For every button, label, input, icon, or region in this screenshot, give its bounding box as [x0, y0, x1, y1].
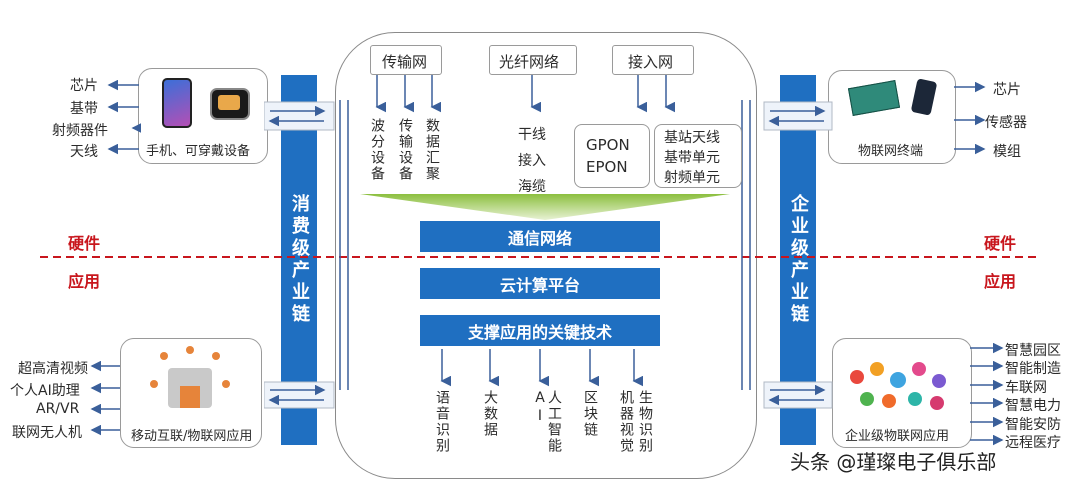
- fiber-item: 海缆: [518, 179, 546, 195]
- app-icon: [860, 392, 874, 406]
- left-bottom-arrows: [90, 360, 120, 436]
- network-down-arrows: [375, 75, 675, 113]
- fiber-item: 干线: [518, 127, 546, 143]
- tech-item: 大数据: [482, 390, 498, 438]
- transport-network-label: 传输网: [382, 53, 428, 71]
- band-cloud-platform: 云计算平台: [420, 268, 660, 299]
- hardware-label-right: 硬件: [984, 234, 1017, 253]
- transport-item: 数据汇聚: [424, 118, 440, 182]
- tech-item: 区块链: [582, 390, 598, 438]
- app-icon: [890, 372, 906, 388]
- green-funnel: [360, 194, 730, 220]
- right-bottom-item: 智慧电力: [1005, 398, 1061, 414]
- enterprise-iot-caption: 企业级物联网应用: [845, 429, 950, 444]
- application-label-left: 应用: [68, 272, 101, 291]
- right-bottom-item: 智慧园区: [1005, 343, 1061, 359]
- hardware-label-left: 硬件: [68, 234, 101, 253]
- pon-box: [574, 124, 650, 188]
- right-top-arrows: [954, 81, 986, 155]
- fiber-network-box: [489, 45, 577, 75]
- iot-dot-icon: [186, 346, 194, 354]
- left-top-item: 基带: [70, 101, 98, 117]
- iot-dot-icon: [212, 352, 220, 360]
- tech-down-arrows: [440, 349, 643, 387]
- left-top-item: 射频器件: [52, 123, 108, 139]
- fiber-item: 接入: [518, 153, 546, 169]
- tech-item: 生物识别: [637, 390, 653, 454]
- tech-item: 机器视觉: [618, 390, 634, 454]
- iot-dot-icon: [222, 380, 230, 388]
- right-bottom-arrows: [970, 342, 1004, 446]
- access-network-label: 接入网: [628, 53, 674, 71]
- hardware-application-divider: [40, 256, 1040, 258]
- app-icon: [908, 392, 922, 406]
- app-icon: [850, 370, 864, 384]
- iot-door-icon: [180, 386, 200, 408]
- tech-item: 人工智能AI: [532, 390, 562, 454]
- band-key-technologies: 支撑应用的关键技术: [420, 315, 660, 346]
- transport-network-box: [370, 45, 442, 75]
- band-communication-network: 通信网络: [420, 221, 660, 252]
- left-bottom-item: 个人AI助理: [10, 383, 80, 399]
- left-bottom-item: 联网无人机: [12, 425, 82, 441]
- left-top-item: 天线: [70, 144, 98, 160]
- right-bottom-item: 远程医疗: [1005, 435, 1061, 451]
- right-bottom-item: 智能制造: [1005, 361, 1061, 377]
- consumer-device-caption: 手机、可穿戴设备: [146, 144, 251, 159]
- pon-item: GPON: [586, 136, 630, 154]
- mobile-iot-caption: 移动互联/物联网应用: [131, 429, 253, 444]
- app-icon: [882, 394, 896, 408]
- watch-face: [218, 95, 240, 110]
- right-bottom-item: 智能安防: [1005, 417, 1061, 433]
- app-icon: [870, 362, 884, 376]
- central-vertical-arrows: [339, 100, 751, 390]
- right-top-item: 模组: [993, 144, 1021, 160]
- right-top-item: 传感器: [985, 115, 1027, 131]
- iot-dot-icon: [160, 352, 168, 360]
- left-connectors: [264, 101, 335, 409]
- right-top-item: 芯片: [993, 82, 1021, 98]
- enterprise-iot-app-box: [832, 338, 972, 448]
- app-icon: [932, 374, 946, 388]
- app-icon: [930, 396, 944, 410]
- fiber-network-label: 光纤网络: [499, 53, 560, 71]
- right-bottom-item: 车联网: [1005, 380, 1047, 396]
- transport-item: 传输设备: [397, 118, 413, 182]
- station-item: 基带单元: [664, 150, 720, 166]
- smartphone-icon: [162, 78, 192, 128]
- tech-item: 语音识别: [434, 390, 450, 454]
- iot-dot-icon: [150, 380, 158, 388]
- left-bottom-item: AR/VR: [36, 401, 80, 417]
- right-connectors: [763, 101, 833, 409]
- pon-item: EPON: [586, 158, 628, 176]
- access-network-box: [612, 45, 694, 75]
- transport-item: 波分设备: [369, 118, 385, 182]
- station-item: 基站天线: [664, 130, 720, 146]
- app-icons-cluster: [850, 362, 950, 412]
- left-bottom-item: 超高清视频: [18, 361, 88, 377]
- left-top-arrows: [107, 79, 141, 155]
- application-label-right: 应用: [984, 272, 1017, 291]
- iot-terminal-caption: 物联网终端: [858, 144, 924, 159]
- app-icon: [912, 362, 926, 376]
- watermark: 头条 @瑾璨电子俱乐部: [790, 450, 997, 474]
- base-station-box: [654, 124, 742, 188]
- left-top-item: 芯片: [70, 78, 98, 94]
- station-item: 射频单元: [664, 170, 720, 186]
